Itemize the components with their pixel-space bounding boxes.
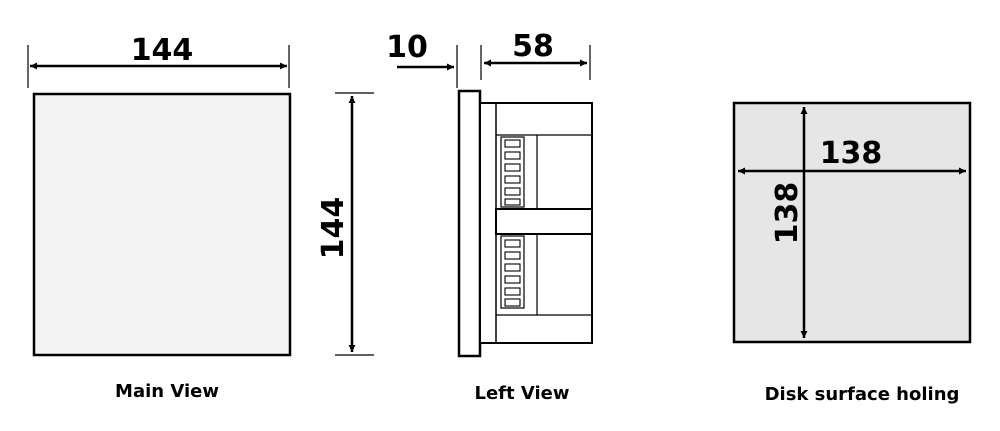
cutout-caption: Disk surface holing (765, 384, 960, 405)
terminal (504, 139, 521, 148)
upper-terminal-block (500, 136, 525, 208)
left-view-height-dimension: 144 (316, 92, 374, 356)
mounting-rail (495, 208, 593, 235)
upper-terminals (504, 139, 521, 206)
cutout-area (732, 101, 972, 344)
main-view-caption: Main View (115, 381, 219, 402)
lower-terminal-block (500, 235, 525, 309)
terminal (504, 187, 521, 196)
terminal (504, 275, 521, 284)
cutout-height-label: 138 (770, 182, 805, 245)
main-view-panel (32, 92, 292, 357)
terminal (504, 151, 521, 160)
front-bezel (457, 89, 482, 358)
terminal (504, 198, 521, 206)
left-height-label: 144 (316, 197, 351, 260)
terminal (504, 298, 521, 307)
terminal (504, 239, 521, 248)
left-view-caption: Left View (474, 383, 569, 404)
main-width-label: 144 (131, 33, 194, 68)
terminal (504, 163, 521, 172)
terminal (504, 263, 521, 272)
panel-thickness-label: 10 (386, 30, 428, 65)
left-view: 10 58 (386, 29, 593, 404)
terminal (504, 175, 521, 184)
depth-label: 58 (512, 29, 554, 64)
cutout-width-label: 138 (820, 136, 883, 171)
terminal (504, 251, 521, 260)
cutout-view: 138 138 Disk surface holing (732, 101, 972, 405)
lower-terminals (504, 239, 521, 307)
main-view: 144 Main View (27, 33, 292, 402)
terminal (504, 287, 521, 296)
